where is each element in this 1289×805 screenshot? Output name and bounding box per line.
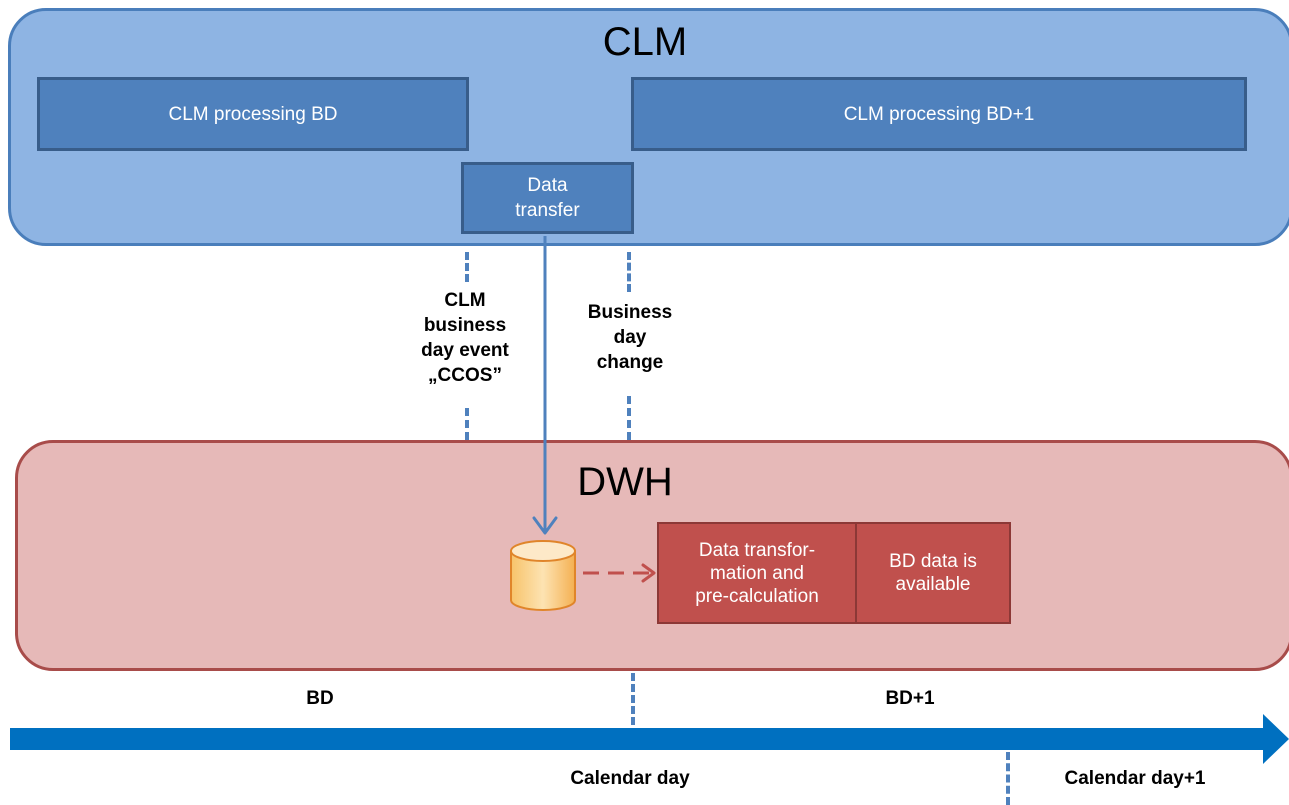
data-transfer-line-2: transfer — [515, 200, 580, 221]
clm-processing-bd1-box: CLM processing BD+1 — [631, 77, 1247, 151]
dwh-title: DWH — [577, 460, 673, 504]
bd1-label: BD+1 — [885, 688, 935, 709]
timeline-arrow — [10, 714, 1289, 764]
dashed-process-arrow — [583, 563, 656, 583]
bd-label: BD — [306, 688, 334, 709]
bd-change-dash-bottom — [627, 396, 631, 440]
dwh-panel — [15, 440, 1289, 671]
bd-change-dash-top — [627, 252, 631, 292]
ccos-line-3: day event — [421, 340, 509, 361]
calendar-day1-dash — [1006, 752, 1010, 805]
bd-change-label: Business day change — [555, 300, 705, 375]
ccos-event-label: CLM business day event „CCOS” — [390, 288, 540, 388]
data-transfer-arrow — [532, 236, 558, 535]
transformation-line-3: pre-calculation — [695, 585, 819, 607]
clm-processing-bd-box: CLM processing BD — [37, 77, 469, 151]
clm-title: CLM — [602, 20, 688, 64]
calendar-day1-label: Calendar day+1 — [1064, 768, 1206, 789]
bd-change-line-1: Business — [587, 302, 673, 323]
ccos-line-4: „CCOS” — [428, 365, 502, 386]
available-line-1: BD data is — [889, 551, 977, 572]
data-transformation-box: Data transfor- mation and pre-calculatio… — [657, 522, 857, 624]
ccos-line-2: business — [423, 315, 507, 336]
bd-data-available-box: BD data is available — [855, 522, 1011, 624]
calendar-day-dash — [631, 673, 635, 725]
ccos-dash-top — [465, 252, 469, 282]
database-icon — [510, 540, 576, 611]
data-transfer-line-1: Data — [527, 175, 568, 196]
transformation-line-2: mation and — [709, 562, 804, 584]
available-line-2: available — [895, 574, 971, 595]
ccos-line-1: CLM — [444, 290, 486, 311]
calendar-day-label: Calendar day — [570, 768, 690, 789]
data-transfer-box: Data transfer — [461, 162, 634, 234]
ccos-dash-bottom — [465, 408, 469, 440]
transformation-line-1: Data transfor- — [698, 539, 816, 561]
bd-change-line-3: change — [596, 352, 664, 373]
bd-change-line-2: day — [613, 327, 647, 348]
